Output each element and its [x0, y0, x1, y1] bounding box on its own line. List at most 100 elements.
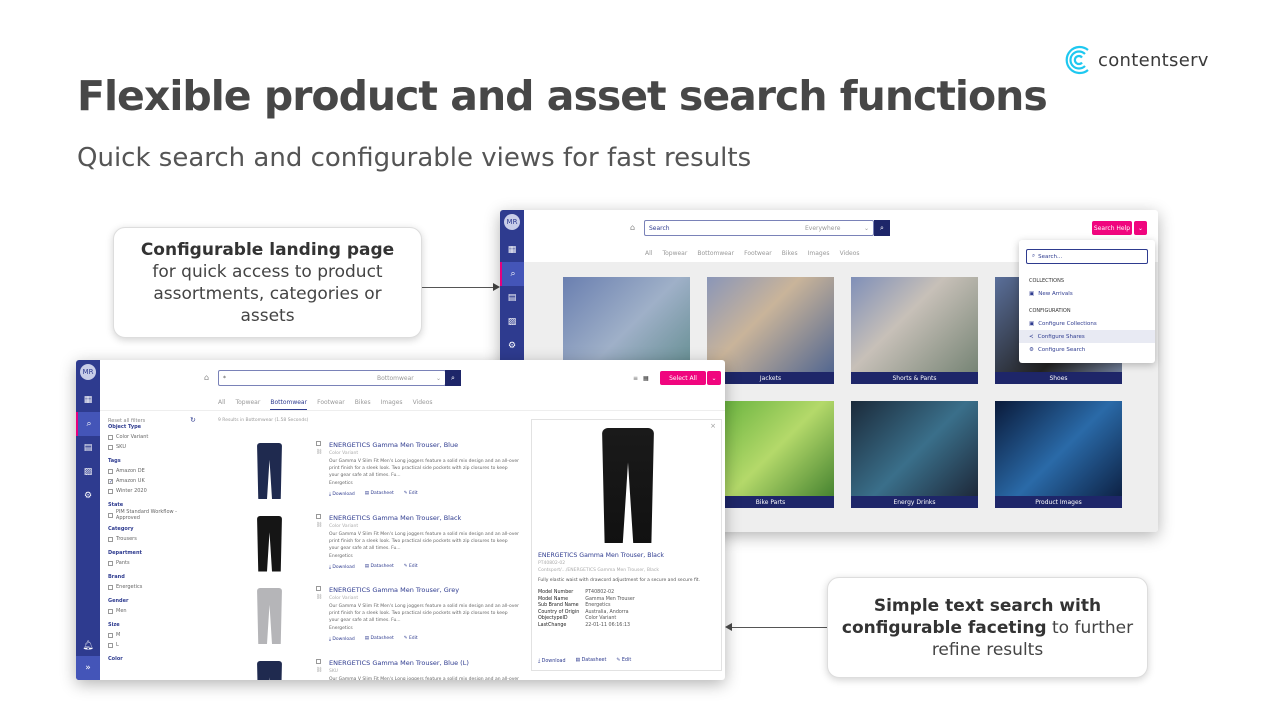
avatar[interactable]: MR: [80, 364, 96, 380]
checkbox[interactable]: [108, 560, 113, 566]
download-button[interactable]: ⤓ Download: [329, 491, 355, 497]
image-icon[interactable]: ▨: [507, 317, 517, 327]
category-tile[interactable]: Energy Drinks: [851, 401, 978, 508]
filter-option[interactable]: Color Variant: [108, 432, 200, 442]
datasheet-button[interactable]: ▤ Datasheet: [365, 636, 394, 642]
catalog-icon[interactable]: ▤: [507, 293, 517, 303]
datasheet-button[interactable]: ▤ Datasheet: [365, 564, 394, 570]
product-row[interactable]: ⛓ENERGETICS Gamma Men Trouser, Blue (L)S…: [215, 658, 525, 680]
menu-item-configure-collections[interactable]: ▣Configure Collections: [1019, 317, 1155, 330]
filter-option[interactable]: Amazon DE: [108, 466, 200, 476]
filter-option[interactable]: Trousers: [108, 534, 200, 544]
search-scope-select[interactable]: Bottomwear: [377, 374, 414, 382]
checkbox[interactable]: [108, 642, 113, 648]
download-button[interactable]: ⤓ Download: [329, 636, 355, 642]
tab-videos[interactable]: Videos: [839, 250, 860, 257]
tab-bottomwear[interactable]: Bottomwear: [697, 250, 735, 257]
search-help-dropdown[interactable]: ⌄: [1134, 221, 1147, 235]
download-button[interactable]: ⤓ Download: [329, 564, 355, 570]
settings-icon[interactable]: ⚙: [83, 491, 93, 501]
select-checkbox[interactable]: [316, 513, 321, 519]
category-tile[interactable]: Product Images: [995, 401, 1122, 508]
link-icon[interactable]: ⛓: [316, 594, 323, 600]
filter-option[interactable]: L: [108, 640, 200, 650]
menu-item-configure-shares[interactable]: ≺Configure Shares: [1019, 330, 1155, 343]
tab-footwear[interactable]: Footwear: [744, 250, 772, 257]
link-icon[interactable]: ⛓: [316, 666, 323, 673]
datasheet-button[interactable]: ▤ Datasheet: [575, 658, 607, 663]
home-icon[interactable]: ⌂: [630, 223, 636, 232]
tab-all[interactable]: All: [645, 250, 653, 257]
checkbox[interactable]: [108, 584, 113, 590]
filter-option[interactable]: PIM Standard Workflow - Approved: [108, 509, 200, 521]
edit-button[interactable]: ✎ Edit: [616, 658, 632, 663]
tab-videos[interactable]: Videos: [412, 399, 433, 406]
edit-button[interactable]: ✎ Edit: [404, 636, 418, 642]
edit-button[interactable]: ✎ Edit: [404, 564, 418, 570]
checkbox[interactable]: [108, 512, 113, 518]
link-icon[interactable]: ⛓: [316, 521, 323, 528]
product-title[interactable]: ENERGETICS Gamma Men Trouser, Blue: [329, 441, 459, 449]
dashboard-icon[interactable]: ▦: [507, 245, 517, 255]
refresh-icon[interactable]: ↻: [190, 416, 196, 424]
tab-all[interactable]: All: [218, 399, 226, 406]
expand-icon[interactable]: »: [76, 656, 100, 680]
filter-option[interactable]: M: [108, 630, 200, 640]
search-nav-icon[interactable]: ⌕: [76, 412, 100, 436]
menu-item-configure-search[interactable]: ⚙Configure Search: [1019, 343, 1155, 356]
grid-view-icon[interactable]: ▦: [643, 375, 649, 382]
tab-bottomwear[interactable]: Bottomwear: [270, 399, 308, 410]
tab-images[interactable]: Images: [807, 250, 830, 257]
checkbox[interactable]: [108, 468, 113, 474]
select-checkbox[interactable]: [316, 441, 321, 446]
search-help-button[interactable]: Search Help: [1092, 221, 1132, 235]
product-title[interactable]: ENERGETICS Gamma Men Trouser, Blue (L): [329, 658, 469, 667]
tab-bikes[interactable]: Bikes: [781, 250, 798, 257]
select-checkbox[interactable]: [316, 658, 321, 664]
link-icon[interactable]: ⛓: [316, 449, 323, 455]
checkbox[interactable]: [108, 536, 113, 542]
tab-bikes[interactable]: Bikes: [354, 399, 371, 406]
reset-filters-link[interactable]: Reset all filters: [108, 418, 146, 424]
product-title[interactable]: ENERGETICS Gamma Men Trouser, Grey: [329, 586, 460, 594]
filter-option[interactable]: ✓Amazon UK: [108, 476, 200, 486]
avatar[interactable]: MR: [504, 214, 520, 230]
checkbox[interactable]: [108, 434, 113, 440]
catalog-icon[interactable]: ▤: [83, 443, 93, 453]
select-all-button[interactable]: Select All: [660, 371, 706, 385]
menu-search-input[interactable]: ⌕Search...: [1026, 249, 1148, 264]
category-tile[interactable]: Shorts & Pants: [851, 277, 978, 384]
home-icon[interactable]: ⌂: [204, 373, 210, 382]
product-title[interactable]: ENERGETICS Gamma Men Trouser, Black: [329, 513, 462, 522]
filter-option[interactable]: Winter 2020: [108, 486, 200, 496]
search-button[interactable]: ⌕: [874, 220, 890, 236]
image-icon[interactable]: ▨: [83, 467, 93, 477]
tab-images[interactable]: Images: [380, 399, 403, 406]
filter-option[interactable]: Energetics: [108, 582, 200, 592]
select-checkbox[interactable]: [316, 586, 321, 591]
category-tile[interactable]: Jackets: [707, 277, 834, 384]
menu-item-new-arrivals[interactable]: ▣New Arrivals: [1019, 287, 1155, 300]
datasheet-button[interactable]: ▤ Datasheet: [365, 491, 394, 497]
tab-footwear[interactable]: Footwear: [317, 399, 345, 406]
checkbox[interactable]: [108, 608, 113, 614]
search-button[interactable]: ⌕: [445, 370, 461, 386]
tab-topwear[interactable]: Topwear: [662, 250, 688, 257]
tab-topwear[interactable]: Topwear: [235, 399, 261, 406]
checkbox[interactable]: [108, 444, 113, 450]
list-view-icon[interactable]: ≡: [633, 375, 639, 382]
filter-option[interactable]: Pants: [108, 558, 200, 568]
settings-icon[interactable]: ⚙: [507, 341, 517, 351]
dashboard-icon[interactable]: ▦: [83, 395, 93, 405]
detail-path[interactable]: Contsport/.../ENERGETICS Gamma Men Trous…: [538, 568, 659, 573]
checkbox[interactable]: [108, 488, 113, 494]
filter-option[interactable]: Men: [108, 606, 200, 616]
search-input[interactable]: * Bottomwear ⌄: [218, 370, 446, 386]
search-input[interactable]: Search Everywhere ⌄: [644, 220, 874, 236]
search-nav-icon[interactable]: ⌕: [500, 262, 524, 286]
checkbox[interactable]: [108, 632, 113, 638]
checkbox[interactable]: ✓: [108, 478, 114, 485]
